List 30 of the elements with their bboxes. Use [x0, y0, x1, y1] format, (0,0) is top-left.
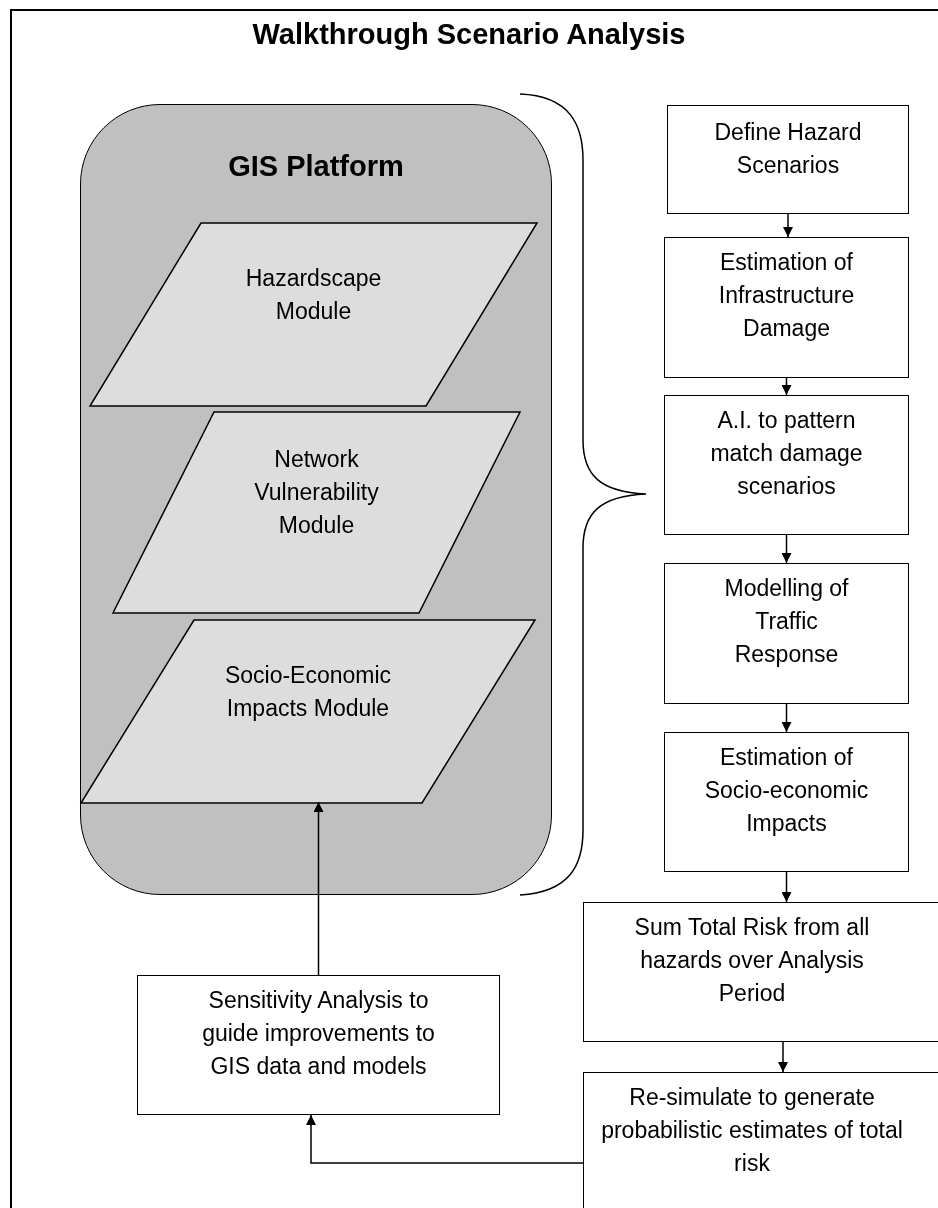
arrow	[781, 534, 792, 564]
diagram-title: Walkthrough Scenario Analysis	[251, 18, 687, 51]
module-label: Network Vulnerability Module	[253, 445, 380, 540]
arrow	[781, 703, 792, 733]
platform-panel	[80, 104, 552, 895]
arrow	[781, 377, 792, 396]
process-box	[667, 105, 909, 214]
arrow	[783, 213, 793, 238]
step-text: A.I. to pattern match damage scenarios	[709, 406, 864, 501]
process-box	[664, 563, 909, 704]
process-box	[583, 902, 938, 1042]
module-label: Socio-Economic Impacts Module	[223, 660, 393, 723]
step-text: Estimation of Infrastructure Damage	[717, 248, 856, 343]
process-box	[664, 237, 909, 378]
panel-heading: GIS Platform	[227, 150, 405, 183]
arrow	[306, 1114, 584, 1164]
process-box	[137, 975, 500, 1115]
arrow	[778, 1041, 788, 1073]
step-text: Sensitivity Analysis to guide improvements to GIS data and models	[201, 986, 436, 1081]
arrow	[313, 801, 324, 976]
step-text: Re-simulate to generate probabilistic estimates of total risk	[600, 1083, 904, 1178]
step-text: Estimation of Socio-economic Impacts	[703, 743, 870, 838]
step-text: Modelling of Traffic Response	[723, 574, 850, 669]
arrow	[781, 871, 792, 903]
step-text: Sum Total Risk from all hazards over Analysis Period	[633, 913, 871, 1008]
process-box	[664, 395, 909, 535]
step-text: Define Hazard Scenarios	[713, 118, 863, 180]
process-box	[583, 1072, 938, 1208]
module-label: Hazardscape Module	[244, 263, 383, 326]
process-box	[664, 732, 909, 872]
